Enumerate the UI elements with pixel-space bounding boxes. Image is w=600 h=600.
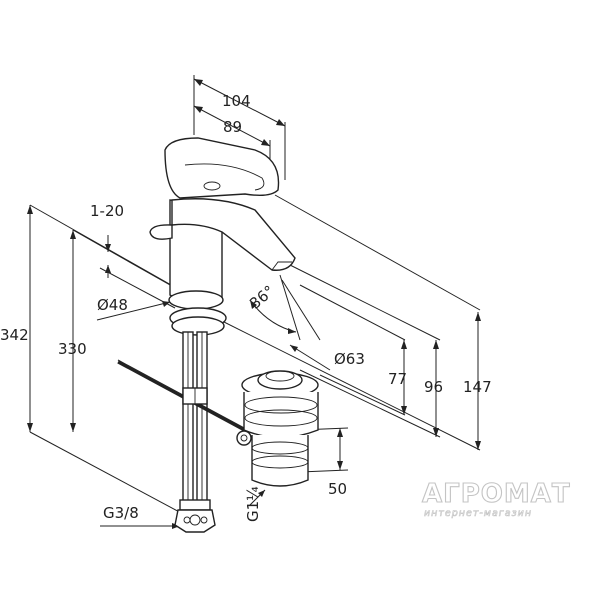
dim-supply-thread: G3/8	[103, 504, 139, 522]
watermark-subtitle: интернет-магазин	[424, 508, 532, 519]
pull-rod	[117, 359, 249, 434]
dim-lever-gap: 1-20	[90, 202, 124, 220]
dim-spout-reach: 89	[223, 118, 242, 136]
faucet-body	[149, 137, 296, 336]
dim-spout-height: 96	[424, 378, 443, 396]
dim-hole-diameter: Ø63	[334, 350, 365, 368]
watermark: АГРОМАТ интернет-магазин	[421, 478, 571, 519]
dim-overall-height: 147	[463, 378, 492, 396]
watermark-brand: АГРОМАТ	[422, 479, 571, 509]
dim-body-diameter: Ø48	[97, 296, 128, 314]
dim-total-height: 342	[0, 326, 29, 344]
dim-drain-thread: G1¼	[244, 486, 262, 522]
dimension-lines	[27, 75, 481, 529]
supply-hoses	[174, 331, 216, 533]
dim-total-width: 104	[222, 92, 251, 110]
dim-hose-length: 330	[58, 340, 87, 358]
dim-outlet-height: 77	[388, 370, 407, 388]
dim-drain-length: 50	[328, 480, 347, 498]
drain-assembly	[236, 370, 319, 487]
dimension-labels: 104 89 1-20 Ø48 342 330 Ø63 36° 77 96 14…	[0, 92, 492, 522]
dim-tilt-angle: 36°	[246, 282, 278, 313]
